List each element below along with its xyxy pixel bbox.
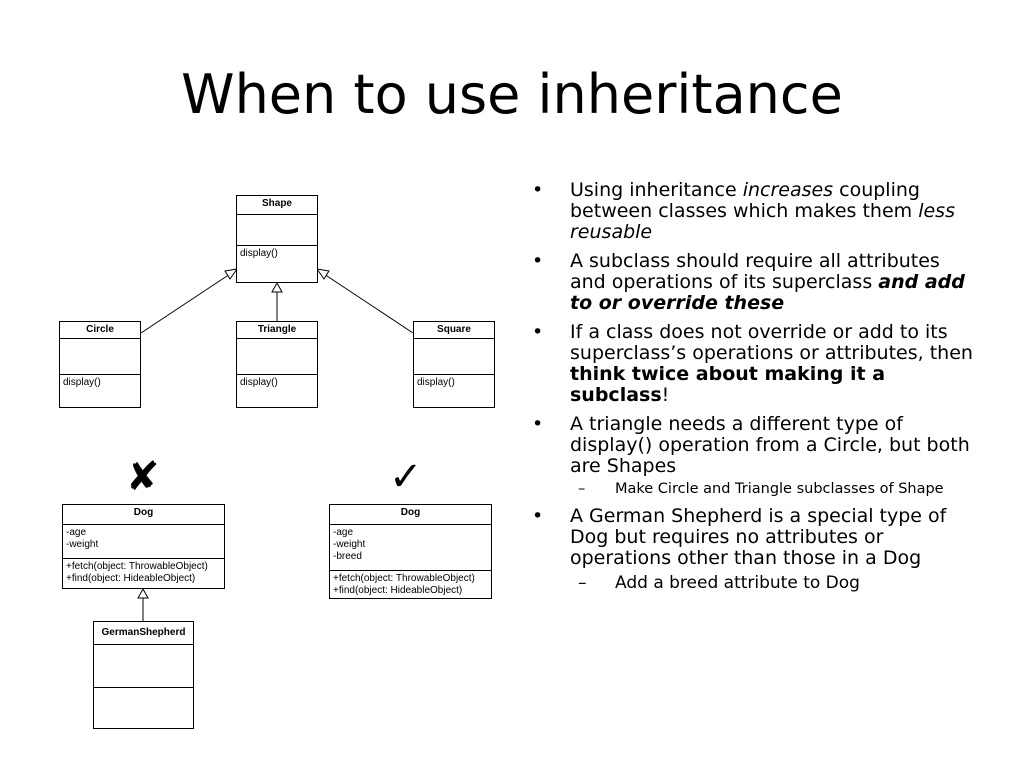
uml-class-square: Square display() bbox=[413, 321, 495, 408]
class-name-dog: Dog bbox=[63, 505, 224, 525]
bullet-marker: • bbox=[532, 179, 544, 201]
bullet-item: • If a class does not override or add to… bbox=[532, 321, 973, 406]
bullet-marker: • bbox=[532, 505, 544, 527]
op-display: display() bbox=[240, 248, 278, 259]
class-ops-square: display() bbox=[414, 375, 494, 391]
uml-class-triangle: Triangle display() bbox=[236, 321, 318, 408]
class-attrs-dog: -age -weight -breed bbox=[330, 525, 491, 571]
class-ops-dog: +fetch(object: ThrowableObject) +find(ob… bbox=[330, 571, 491, 599]
uml-class-shape: Shape display() bbox=[236, 195, 318, 283]
class-ops-german-shepherd bbox=[94, 688, 193, 692]
op-fetch: +fetch(object: ThrowableObject) bbox=[66, 561, 208, 572]
bullet-item: • Using inheritance increases coupling b… bbox=[532, 179, 955, 243]
class-ops-shape: display() bbox=[237, 246, 317, 262]
attr-breed: -breed bbox=[333, 551, 362, 562]
class-name-circle: Circle bbox=[60, 322, 140, 339]
op-find: +find(object: HideableObject) bbox=[66, 573, 196, 584]
op-display: display() bbox=[63, 377, 101, 388]
sub-bullet-marker: – bbox=[578, 573, 587, 593]
bullet-item: • A triangle needs a different type of d… bbox=[532, 413, 970, 477]
attr-age: -age bbox=[333, 527, 354, 538]
sub-bullet-item: – Make Circle and Triangle subclasses of… bbox=[578, 481, 944, 497]
arrowhead-triangle-shape bbox=[271, 281, 283, 293]
sub-bullet-marker: – bbox=[578, 481, 586, 497]
class-ops-circle: display() bbox=[60, 375, 140, 391]
class-attrs-triangle bbox=[237, 339, 317, 375]
arrowhead-shepherd-dog bbox=[137, 587, 149, 599]
class-attrs-circle bbox=[60, 339, 140, 375]
class-name-triangle: Triangle bbox=[237, 322, 317, 339]
bullet-item: • A German Shepherd is a special type of… bbox=[532, 505, 947, 569]
check-mark-icon: ✓ bbox=[389, 454, 423, 500]
bullet-list: • Using inheritance increases coupling b… bbox=[530, 180, 980, 601]
class-attrs-dog: -age -weight bbox=[63, 525, 224, 559]
attr-weight: -weight bbox=[333, 539, 366, 550]
uml-class-dog-right: Dog -age -weight -breed +fetch(object: T… bbox=[329, 504, 492, 599]
attr-age: -age bbox=[66, 527, 87, 538]
bullet-marker: • bbox=[532, 321, 544, 343]
op-find: +find(object: HideableObject) bbox=[333, 585, 463, 596]
uml-class-circle: Circle display() bbox=[59, 321, 141, 408]
class-name-german-shepherd: GermanShepherd bbox=[94, 622, 193, 645]
arrowhead-circle-shape bbox=[224, 268, 239, 280]
op-display: display() bbox=[240, 377, 278, 388]
bullet-marker: • bbox=[532, 250, 544, 272]
class-ops-triangle: display() bbox=[237, 375, 317, 391]
connector-square-shape bbox=[323, 273, 414, 334]
page-title: When to use inheritance bbox=[181, 63, 843, 126]
bullet-item: • A subclass should require all attribut… bbox=[532, 250, 965, 314]
bullet-marker: • bbox=[532, 413, 544, 435]
class-attrs-shape bbox=[237, 215, 317, 246]
class-attrs-square bbox=[414, 339, 494, 375]
class-attrs-german-shepherd bbox=[94, 645, 193, 688]
class-name-shape: Shape bbox=[237, 196, 317, 215]
op-display: display() bbox=[417, 377, 455, 388]
arrowhead-square-shape bbox=[315, 268, 330, 280]
uml-class-dog-left: Dog -age -weight +fetch(object: Throwabl… bbox=[62, 504, 225, 589]
class-name-square: Square bbox=[414, 322, 494, 339]
connector-circle-shape bbox=[140, 273, 231, 334]
uml-class-german-shepherd: GermanShepherd bbox=[93, 621, 194, 729]
op-fetch: +fetch(object: ThrowableObject) bbox=[333, 573, 475, 584]
wrong-mark-icon: ✘ bbox=[126, 454, 160, 500]
class-ops-dog: +fetch(object: ThrowableObject) +find(ob… bbox=[63, 559, 224, 587]
attr-weight: -weight bbox=[66, 539, 99, 550]
class-name-dog: Dog bbox=[330, 505, 491, 525]
sub-bullet-item: – Add a breed attribute to Dog bbox=[578, 573, 860, 593]
